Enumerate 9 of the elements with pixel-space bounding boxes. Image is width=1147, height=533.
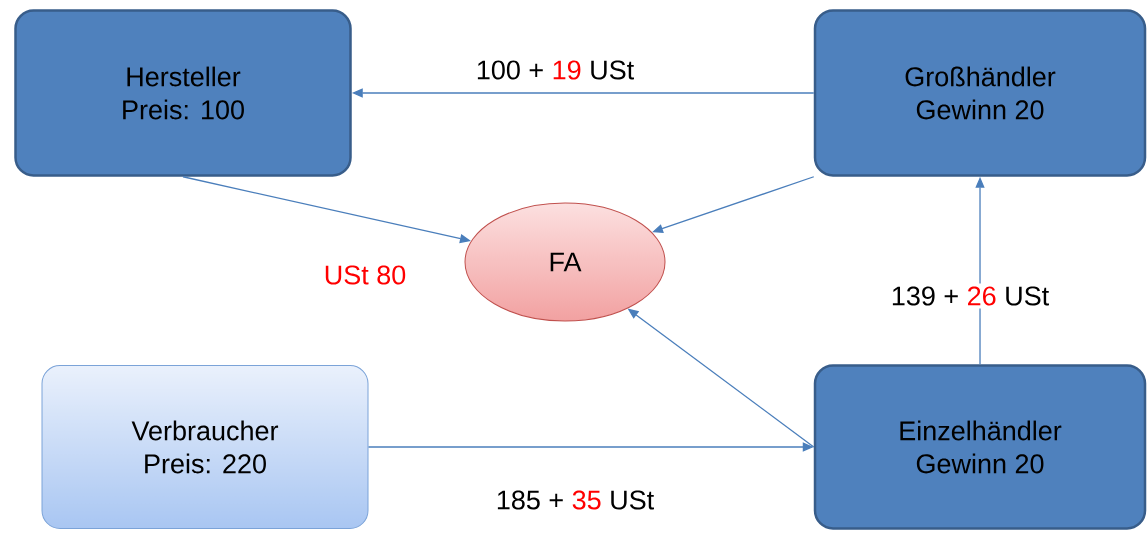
- process-box: Großhändler Gewinn 20: [813, 9, 1147, 177]
- process-box: Verbraucher Preis: 220: [41, 365, 369, 529]
- tax-label: USt 80: [325, 265, 406, 285]
- arrow: [652, 176, 815, 234]
- process-box: Hersteller Preis: 100: [14, 9, 352, 177]
- edge-label: 185 + 35 USt: [492, 487, 658, 513]
- edge-label: 100 + 19 USt: [472, 57, 638, 83]
- edge-label: 139 + 26 USt: [887, 283, 1053, 309]
- process-box: Einzelhändler Gewinn 20: [813, 364, 1147, 530]
